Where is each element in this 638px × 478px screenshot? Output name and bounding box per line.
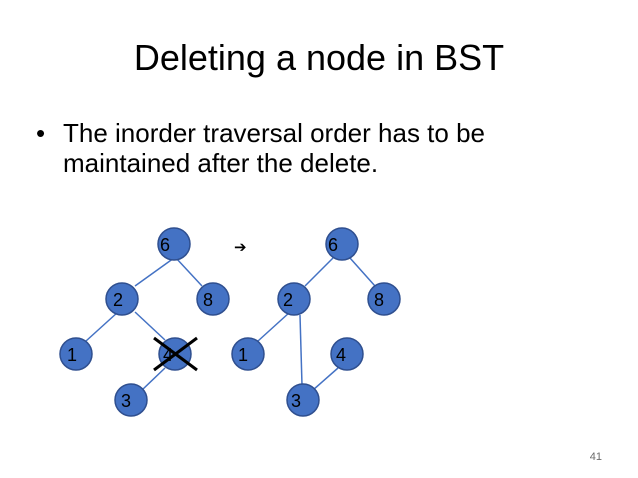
after-node-6-label: 6 bbox=[328, 235, 338, 255]
before-node-3-label: 3 bbox=[121, 391, 131, 411]
after-tree-labels: 6 2 8 1 4 3 bbox=[238, 235, 384, 411]
after-node-2-label: 2 bbox=[283, 290, 293, 310]
after-tree-edges bbox=[257, 257, 376, 391]
after-node-3 bbox=[286, 383, 320, 417]
bullet-text: The inorder traversal order has to be ma… bbox=[63, 118, 485, 178]
before-node-8-label: 8 bbox=[203, 290, 213, 310]
edge-2-4 bbox=[134, 311, 166, 341]
after-node-4 bbox=[330, 337, 364, 371]
before-tree-labels: 6 2 8 1 4 3 bbox=[67, 235, 213, 411]
before-node-2-label: 2 bbox=[113, 290, 123, 310]
edge-6-8 bbox=[175, 257, 203, 287]
after-node-6 bbox=[325, 227, 359, 261]
after-node-2 bbox=[277, 282, 311, 316]
slide-title: Deleting a node in BST bbox=[133, 37, 505, 78]
after-node-8 bbox=[367, 282, 401, 316]
edge-2-1 bbox=[85, 311, 119, 342]
before-node-1 bbox=[59, 337, 93, 371]
after-edge-6-2 bbox=[304, 257, 334, 287]
after-edge-6-8 bbox=[349, 257, 376, 287]
before-node-3 bbox=[114, 383, 148, 417]
after-edge-2-3 bbox=[299, 314, 303, 386]
before-node-2 bbox=[105, 282, 139, 316]
after-node-1 bbox=[231, 337, 265, 371]
slide-number: 41 bbox=[589, 451, 602, 463]
after-node-1-label: 1 bbox=[238, 345, 248, 365]
after-node-8-label: 8 bbox=[374, 290, 384, 310]
before-node-8 bbox=[196, 282, 230, 316]
after-edge-4-3 bbox=[312, 367, 339, 391]
transform-arrow-icon: ➔ bbox=[234, 238, 247, 256]
before-node-4-label: 4 bbox=[163, 345, 173, 365]
before-tree-edges bbox=[85, 257, 203, 391]
before-node-1-label: 1 bbox=[67, 345, 77, 365]
delete-cross-mark bbox=[153, 336, 198, 372]
bullet-dot: • bbox=[36, 118, 46, 148]
edge-6-2 bbox=[134, 257, 175, 287]
before-node-6 bbox=[157, 227, 191, 261]
after-edge-2-1 bbox=[257, 311, 291, 342]
before-node-6-label: 6 bbox=[160, 235, 170, 255]
edge-4-3 bbox=[141, 367, 166, 391]
after-tree-nodes bbox=[231, 227, 401, 417]
after-node-3-label: 3 bbox=[291, 391, 301, 411]
after-node-4-label: 4 bbox=[336, 345, 346, 365]
